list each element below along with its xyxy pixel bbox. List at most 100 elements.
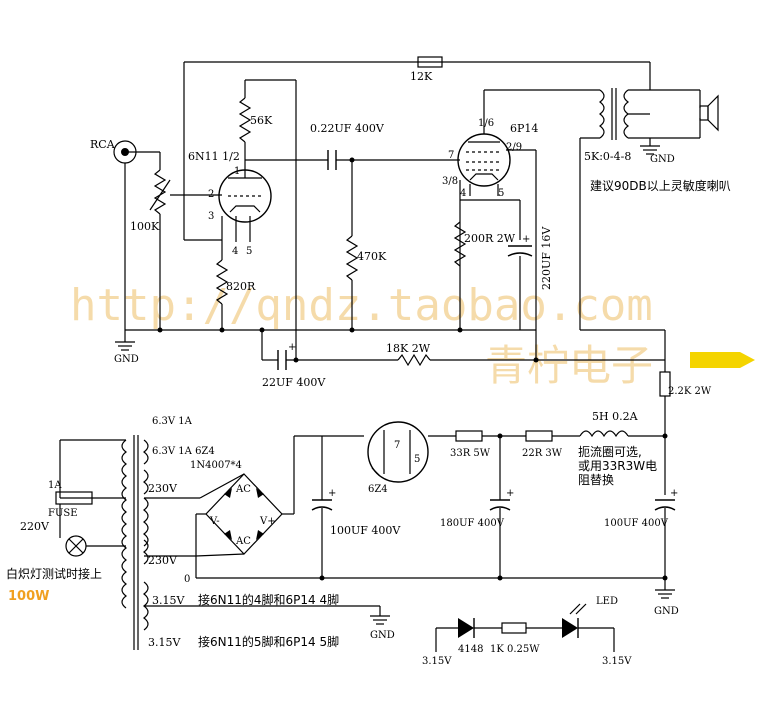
r-feedback xyxy=(417,56,443,68)
r-drop xyxy=(397,353,431,367)
triode-pin4: 4 xyxy=(232,246,238,257)
r-drop2-label: 2.2K 2W xyxy=(668,386,712,397)
choke-note3: 阻替换 xyxy=(578,473,614,487)
r-plate-label: 56K xyxy=(250,114,273,127)
r-cathode-label: 820R xyxy=(226,280,256,293)
fil1-label: 3.15V xyxy=(152,594,185,607)
pentode-pin7: 7 xyxy=(448,150,454,161)
fil2-note: 接6N11的5脚和6P14 5脚 xyxy=(198,634,339,649)
mains-label: 220V xyxy=(20,520,50,533)
rca-label: RCA xyxy=(90,138,116,151)
gnd-symbol-1 xyxy=(115,341,135,351)
c-cathode-out-plus: + xyxy=(522,234,530,245)
c2-plus: + xyxy=(506,488,514,499)
pentode-pin5: 5 xyxy=(498,188,504,199)
gnd-symbol-3 xyxy=(370,615,390,625)
c-filter-a-label: 22UF 400V xyxy=(262,376,326,389)
choke xyxy=(579,430,629,438)
led-label: LED xyxy=(596,596,618,607)
sec3b-label: 230V xyxy=(148,554,178,567)
output-transformer xyxy=(599,88,629,140)
gnd-label-1: GND xyxy=(114,354,139,365)
bridge-ac1: AC xyxy=(235,484,251,495)
choke-label: 5H 0.2A xyxy=(592,410,639,423)
r-plate xyxy=(238,97,252,143)
transformer-ratio-label: 5K:0-4-8 xyxy=(584,150,631,163)
r-feedback-label: 12K xyxy=(410,70,433,83)
led-icon xyxy=(562,603,587,638)
lamp-note: 白炽灯测试时接上 xyxy=(6,566,102,581)
r-grid-label: 470K xyxy=(357,250,387,263)
power-transformer xyxy=(121,435,149,650)
sec2-label: 6.3V 1A 6Z4 xyxy=(152,446,215,457)
fil-zero-label: 0 xyxy=(184,574,190,585)
c-coupling-label: 0.22UF 400V xyxy=(310,122,385,135)
watermark-shop: 青柠电子 xyxy=(485,341,653,390)
r-cathode-out xyxy=(453,221,467,267)
r-grid xyxy=(345,235,359,281)
fil1-note: 接6N11的4脚和6P14 4脚 xyxy=(198,592,339,607)
pot-label: 100K xyxy=(130,220,160,233)
c1-label: 100UF 400V xyxy=(330,524,401,537)
fuse-label: FUSE xyxy=(48,508,78,519)
led-left-label: 3.15V xyxy=(422,656,452,667)
triode-pin5: 5 xyxy=(246,246,252,257)
pentode-pin38: 3/8 xyxy=(442,176,458,187)
bridge-vminus: V- xyxy=(209,516,220,527)
diode-label: 4148 xyxy=(458,644,483,655)
c2-label: 180UF 400V xyxy=(440,518,505,529)
gnd-label-3: GND xyxy=(370,630,395,641)
gnd-symbol-4 xyxy=(655,589,675,599)
r-cathode-out-label: 200R 2W xyxy=(464,232,516,245)
bridge-vplus: V+ xyxy=(259,516,276,527)
r-led xyxy=(501,622,527,634)
fuse-rating: 1A xyxy=(48,480,62,491)
diode-4148 xyxy=(458,618,475,638)
led-right-label: 3.15V xyxy=(602,656,632,667)
triode-name: 6N11 1/2 xyxy=(188,150,240,163)
fil2-label: 3.15V xyxy=(148,636,181,649)
pentode-pin4: 4 xyxy=(460,188,466,199)
gnd-symbol-2 xyxy=(640,145,660,155)
c3-plus: + xyxy=(670,488,678,499)
c-cathode-out-label: 220UF 16V xyxy=(540,226,553,290)
r-led-label: 1K 0.25W xyxy=(490,644,540,655)
choke-note2: 或用33R3W电 xyxy=(578,459,657,473)
bridge-label: 1N4007*4 xyxy=(190,460,242,471)
bridge-ac2: AC xyxy=(235,536,251,547)
rect-pin7: 7 xyxy=(394,440,400,451)
rectifier-6z4 xyxy=(367,421,429,483)
watermark-arrow xyxy=(690,352,755,368)
triode-pin2: 2 xyxy=(208,189,214,200)
triode-pin1: 1 xyxy=(234,166,240,177)
r-22r xyxy=(525,430,553,442)
pentode-pin29: 2/9 xyxy=(506,142,522,153)
sec3a-label: 230V xyxy=(148,482,178,495)
pentode-name: 6P14 xyxy=(510,122,538,135)
volume-pot xyxy=(153,169,167,215)
r-drop-label: 18K 2W xyxy=(386,342,431,355)
pentode-6p14 xyxy=(457,133,511,187)
triode-6n11 xyxy=(218,168,272,223)
speaker-note: 建议90DB以上灵敏度喇叭 xyxy=(590,178,731,193)
pentode-pin16: 1/6 xyxy=(478,118,494,129)
triode-pin3: 3 xyxy=(208,211,214,222)
r-33r xyxy=(455,430,483,442)
speaker-icon xyxy=(699,94,719,132)
r-cathode xyxy=(215,259,229,305)
r1-label: 33R 5W xyxy=(450,448,491,459)
sec1-label: 6.3V 1A xyxy=(152,416,193,427)
c-filter-a-plus: + xyxy=(288,342,296,353)
lamp-watt: 100W xyxy=(8,589,49,604)
r2-label: 22R 3W xyxy=(522,448,563,459)
watermark-url: http://qndz.taobao.com xyxy=(70,280,653,331)
gnd-label-2: GND xyxy=(650,154,675,165)
c1-plus: + xyxy=(328,488,336,499)
gnd-label-4: GND xyxy=(654,606,679,617)
rect-label: 6Z4 xyxy=(368,484,388,495)
rect-pin5: 5 xyxy=(414,454,420,465)
test-lamp xyxy=(65,535,87,557)
c3-label: 100UF 400V xyxy=(604,518,669,529)
choke-note1: 扼流圈可选, xyxy=(578,444,642,459)
